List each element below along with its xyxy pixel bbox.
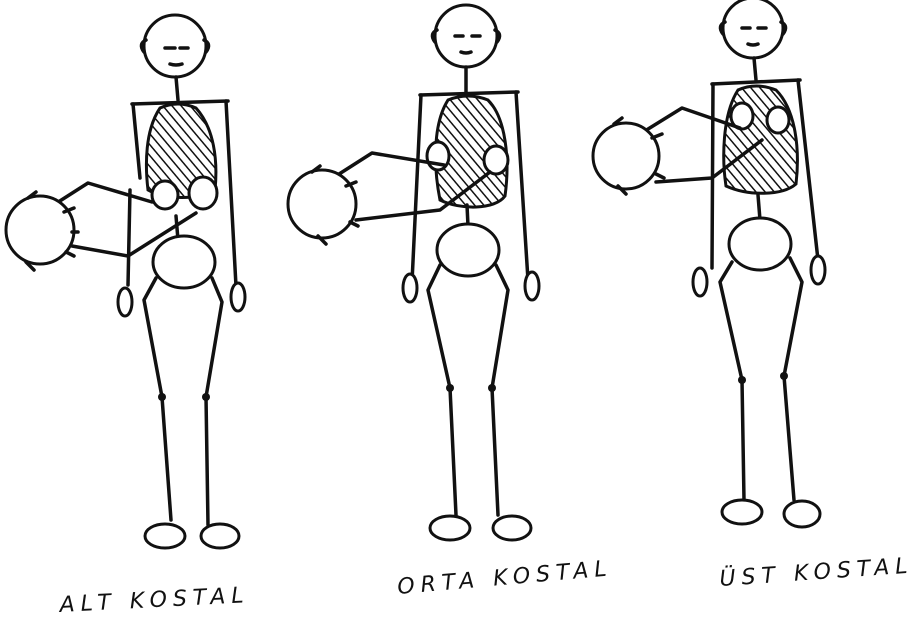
pelvis — [153, 236, 215, 288]
legs — [720, 258, 820, 527]
arms — [52, 183, 245, 316]
figure-ust-kostal: ÜST KOSTAL — [593, 0, 914, 592]
figure-alt-kostal: ALT KOSTAL — [6, 15, 250, 618]
figure-label: ÜST KOSTAL — [719, 552, 915, 591]
head — [432, 5, 499, 67]
baby — [288, 166, 358, 244]
baby — [6, 192, 78, 270]
pelvis — [729, 218, 791, 270]
head — [141, 15, 208, 77]
baby — [593, 118, 664, 194]
figure-orta-kostal: ORTA KOSTAL — [288, 5, 614, 600]
legs — [428, 265, 531, 540]
figure-label: ALT KOSTAL — [57, 583, 250, 618]
head — [720, 0, 785, 58]
figure-label: ORTA KOSTAL — [396, 556, 613, 600]
legs — [144, 278, 239, 548]
pelvis — [437, 224, 499, 276]
